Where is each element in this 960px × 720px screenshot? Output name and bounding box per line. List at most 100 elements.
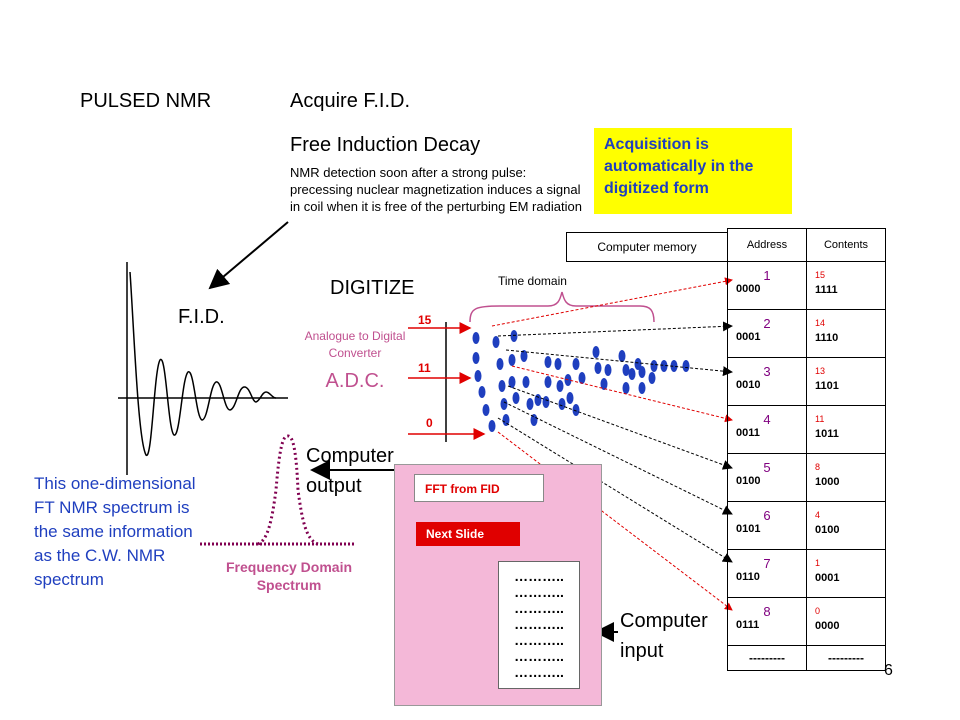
sample-dot: [508, 354, 516, 366]
sample-dot: [566, 392, 574, 404]
fid-sample-points: [472, 330, 690, 432]
free-induction-decay-title: Free Induction Decay: [290, 134, 481, 156]
sample-dot: [594, 362, 602, 374]
dots-line: ………..: [514, 584, 564, 600]
sample-dot: [472, 332, 480, 344]
computer-output-label: Computer output: [306, 445, 394, 497]
footer-cell: ---------: [806, 645, 886, 671]
time-domain-brace: [469, 291, 655, 323]
computer-memory-label: Computer memory: [566, 232, 728, 262]
memory-link-line: [507, 385, 733, 470]
sample-dot: [682, 360, 690, 372]
sample-dot: [510, 330, 518, 342]
frequency-domain-label: Frequency Domain Spectrum: [225, 559, 353, 593]
computer-input-label: Computer input: [620, 610, 708, 662]
sample-dot: [660, 360, 668, 372]
sample-dot: [638, 382, 646, 394]
sample-dot: [544, 376, 552, 388]
next-slide-button[interactable]: Next Slide: [416, 522, 520, 546]
memory-link-line: [505, 349, 733, 377]
pulsed-nmr-title: PULSED NMR: [80, 90, 212, 112]
sample-dot: [638, 366, 646, 378]
page-number: 6: [884, 662, 893, 679]
sample-dot: [558, 398, 566, 410]
fft-from-fid-box: FFT from FID: [414, 474, 544, 502]
sample-dot: [556, 380, 564, 392]
sample-dot: [650, 360, 658, 372]
memory-link-line: [491, 277, 733, 327]
acquire-fid-title: Acquire F.I.D.: [290, 90, 411, 112]
contents-header: Contents: [806, 228, 886, 262]
sample-dot: [474, 370, 482, 382]
sample-dot: [508, 376, 516, 388]
sample-dot: [488, 420, 496, 432]
description-arrow: [208, 221, 289, 290]
sample-dot: [498, 380, 506, 392]
dots-line: ………..: [514, 648, 564, 664]
dots-line: ………..: [514, 664, 564, 680]
ft-spectrum-note: This one-dimensional FT NMR spectrum is …: [34, 474, 196, 589]
memory-link-line: [511, 365, 733, 423]
fid-curve: [129, 271, 277, 456]
acquisition-note: Acquisition is automatically in the digi…: [594, 128, 792, 214]
memory-link-line: [497, 417, 733, 563]
adc-label: A.D.C.: [325, 370, 385, 392]
nmr-description: NMR detection soon after a strong pulse:…: [290, 165, 582, 214]
sample-dot: [502, 414, 510, 426]
sample-dot: [592, 346, 600, 358]
data-dots-box: ……….. ……….. ……….. ……….. ……….. ……….. ……….…: [498, 561, 580, 689]
sample-dot: [628, 368, 636, 380]
sample-dot: [542, 396, 550, 408]
sample-dot: [572, 358, 580, 370]
sample-dot: [670, 360, 678, 372]
sample-dot: [622, 382, 630, 394]
sample-dot: [512, 392, 520, 404]
sample-dot: [526, 398, 534, 410]
sample-dot: [622, 364, 630, 376]
sample-dot: [648, 372, 656, 384]
sample-dot: [578, 372, 586, 384]
digitize-label: DIGITIZE: [330, 277, 415, 299]
dots-line: ………..: [514, 568, 564, 584]
sample-dot: [634, 358, 642, 370]
sample-dot: [492, 336, 500, 348]
memory-link-line: [497, 321, 733, 337]
sample-dot: [472, 352, 480, 364]
sample-dot: [530, 414, 538, 426]
dots-line: ………..: [514, 600, 564, 616]
table-footer-row: --------- ---------: [727, 645, 886, 671]
sample-dot: [482, 404, 490, 416]
adc-description: Analogue to Digital Converter: [304, 329, 406, 360]
footer-cell: ---------: [727, 645, 807, 671]
level-11-label: 11: [418, 361, 431, 375]
sample-dot: [522, 376, 530, 388]
spectrum-peak: [257, 434, 319, 546]
memory-link-lines: [491, 277, 733, 611]
sample-dot: [618, 350, 626, 362]
dots-line: ………..: [514, 616, 564, 632]
sample-dot: [572, 404, 580, 416]
dots-line: ………..: [514, 632, 564, 648]
level-0-label: 0: [426, 416, 433, 430]
sample-dot: [554, 358, 562, 370]
